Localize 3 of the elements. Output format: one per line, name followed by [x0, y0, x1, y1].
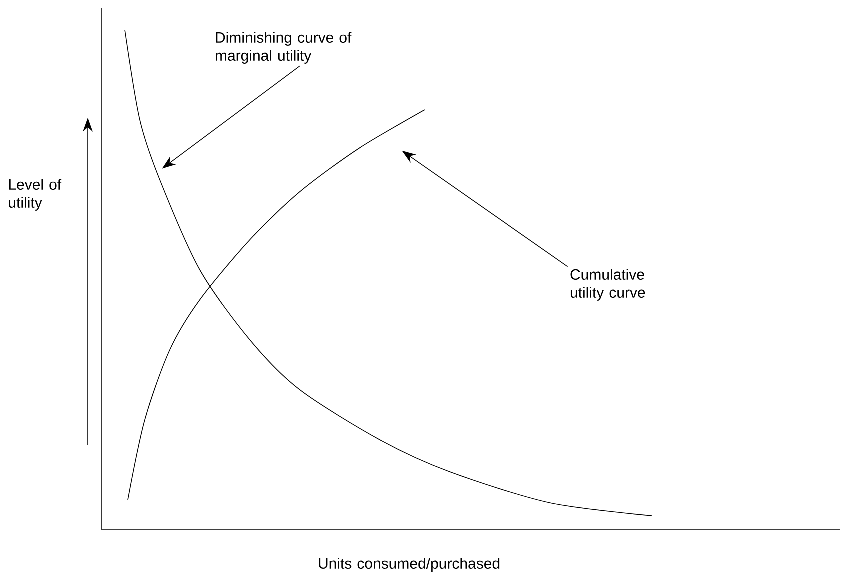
axis-label: Level of utility	[9, 179, 62, 211]
axis-label: Units consumed/purchased	[319, 558, 500, 572]
curve	[124, 30, 652, 516]
